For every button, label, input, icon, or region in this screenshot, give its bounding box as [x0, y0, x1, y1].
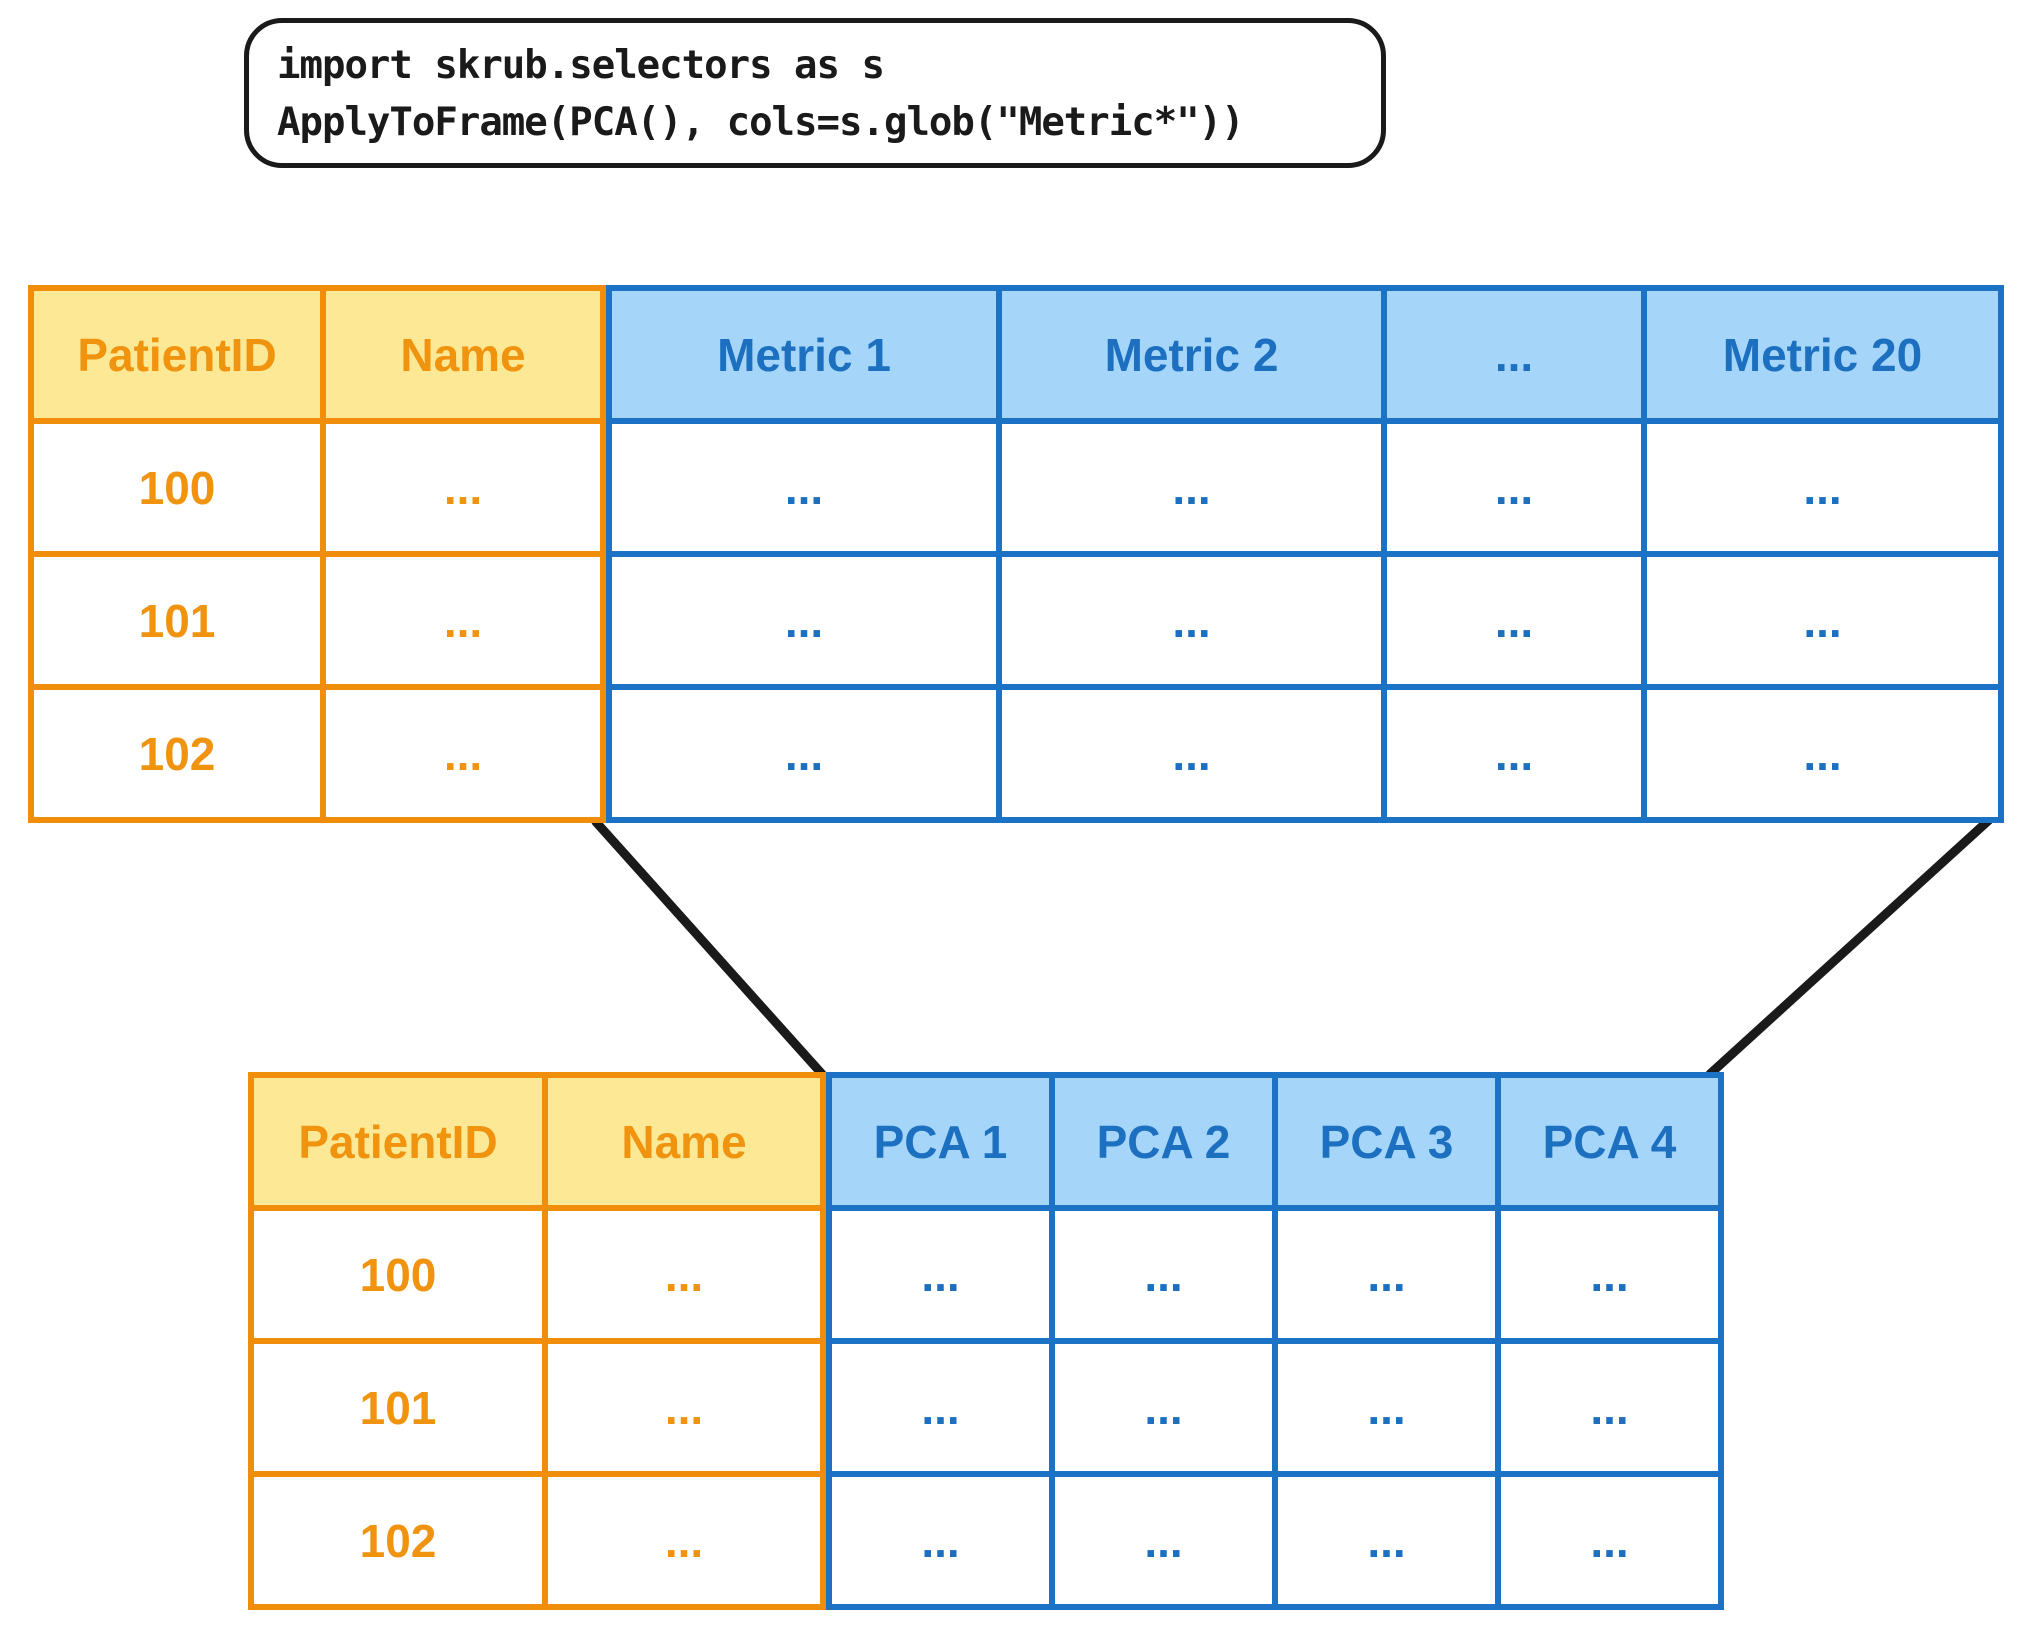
funnel-line-right	[1705, 815, 1994, 1079]
data-cell: ...	[1641, 418, 2004, 557]
header-cell-pca4: PCA 4	[1495, 1072, 1724, 1211]
data-cell: ...	[606, 684, 1002, 823]
input-table-orange-section: PatientID Name 100 ... 101 ... 102 ...	[28, 285, 606, 823]
data-cell: ...	[1495, 1471, 1724, 1610]
data-cell: ...	[1272, 1471, 1501, 1610]
code-line-import: import skrub.selectors as s	[277, 43, 885, 88]
data-cell: ...	[996, 551, 1387, 690]
table-row: 101 ...	[248, 1338, 826, 1477]
table-row: ... ... ... ...	[826, 1338, 1724, 1477]
header-cell-ellipsis: ...	[1381, 285, 1647, 424]
data-cell: ...	[1381, 551, 1647, 690]
data-cell: ...	[1049, 1471, 1278, 1610]
input-table-blue-section: Metric 1 Metric 2 ... Metric 20 ... ... …	[606, 285, 2004, 823]
table-row: ... ... ... ...	[606, 684, 2004, 823]
data-cell: ...	[606, 418, 1002, 557]
data-cell: 100	[28, 418, 326, 557]
header-cell-name: Name	[320, 285, 606, 424]
data-cell: ...	[826, 1338, 1055, 1477]
input-table: PatientID Name 100 ... 101 ... 102 ... M…	[28, 285, 2004, 823]
header-row: Metric 1 Metric 2 ... Metric 20	[606, 285, 2004, 424]
data-cell: 102	[28, 684, 326, 823]
header-row: PatientID Name	[28, 285, 606, 424]
data-cell: ...	[320, 551, 606, 690]
table-row: 100 ...	[248, 1205, 826, 1344]
table-row: 102 ...	[28, 684, 606, 823]
funnel-line-left	[591, 817, 827, 1079]
table-row: ... ... ... ...	[606, 551, 2004, 690]
data-cell: 102	[248, 1471, 548, 1610]
data-cell: ...	[996, 684, 1387, 823]
output-table-blue-section: PCA 1 PCA 2 PCA 3 PCA 4 ... ... ... ... …	[826, 1072, 1724, 1610]
data-cell: ...	[320, 684, 606, 823]
header-cell-pca2: PCA 2	[1049, 1072, 1278, 1211]
data-cell: ...	[1641, 684, 2004, 823]
header-cell-metric2: Metric 2	[996, 285, 1387, 424]
data-cell: ...	[1049, 1205, 1278, 1344]
data-cell: ...	[826, 1471, 1055, 1610]
header-cell-metric20: Metric 20	[1641, 285, 2004, 424]
header-row: PatientID Name	[248, 1072, 826, 1211]
data-cell: 101	[28, 551, 326, 690]
table-row: 101 ...	[28, 551, 606, 690]
output-table: PatientID Name 100 ... 101 ... 102 ... P…	[248, 1072, 1724, 1610]
header-row: PCA 1 PCA 2 PCA 3 PCA 4	[826, 1072, 1724, 1211]
data-cell: ...	[1049, 1338, 1278, 1477]
header-cell-name: Name	[542, 1072, 826, 1211]
data-cell: 100	[248, 1205, 548, 1344]
table-row: 102 ...	[248, 1471, 826, 1610]
table-row: ... ... ... ...	[826, 1471, 1724, 1610]
data-cell: ...	[1495, 1205, 1724, 1344]
header-cell-patientid: PatientID	[28, 285, 326, 424]
data-cell: ...	[1272, 1338, 1501, 1477]
data-cell: ...	[1272, 1205, 1501, 1344]
table-row: ... ... ... ...	[606, 418, 2004, 557]
table-row: 100 ...	[28, 418, 606, 557]
header-cell-patientid: PatientID	[248, 1072, 548, 1211]
data-cell: ...	[542, 1205, 826, 1344]
data-cell: ...	[1495, 1338, 1724, 1477]
data-cell: ...	[320, 418, 606, 557]
header-cell-pca3: PCA 3	[1272, 1072, 1501, 1211]
data-cell: ...	[542, 1338, 826, 1477]
code-line-apply: ApplyToFrame(PCA(), cols=s.glob("Metric*…	[277, 100, 1245, 145]
data-cell: 101	[248, 1338, 548, 1477]
data-cell: ...	[542, 1471, 826, 1610]
header-cell-pca1: PCA 1	[826, 1072, 1055, 1211]
table-row: ... ... ... ...	[826, 1205, 1724, 1344]
data-cell: ...	[1641, 551, 2004, 690]
output-table-orange-section: PatientID Name 100 ... 101 ... 102 ...	[248, 1072, 826, 1610]
data-cell: ...	[996, 418, 1387, 557]
data-cell: ...	[606, 551, 1002, 690]
header-cell-metric1: Metric 1	[606, 285, 1002, 424]
data-cell: ...	[1381, 684, 1647, 823]
data-cell: ...	[1381, 418, 1647, 557]
data-cell: ...	[826, 1205, 1055, 1344]
code-box: import skrub.selectors as s ApplyToFrame…	[244, 18, 1386, 168]
